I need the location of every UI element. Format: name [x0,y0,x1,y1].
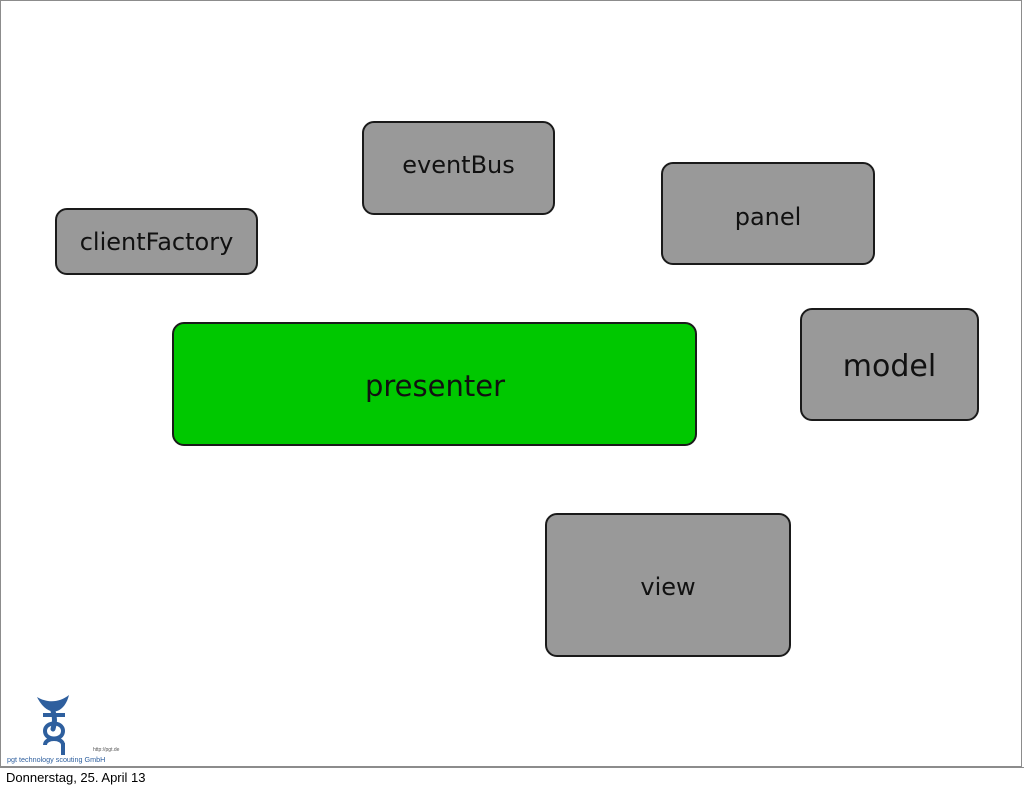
panel-label: panel [734,202,802,231]
pgt-logo: http://pgt.de pgt technology scouting Gm… [7,695,120,764]
eventbus-box: eventBus [362,121,555,215]
view-box: view [545,513,791,657]
clientfactory-label: clientFactory [79,227,234,256]
eventbus-label: eventBus [402,151,515,179]
clientfactory-box: clientFactory [55,208,258,275]
model-label: model [842,348,937,384]
model-box: model [800,308,979,421]
logo-url: http://pgt.de [93,747,120,753]
panel-box: panel [661,162,875,265]
logo-company-name: pgt technology scouting GmbH [7,755,105,764]
presenter-label: presenter [364,368,505,403]
footer-divider [0,767,1024,768]
slide: eventBus panel clientFactory model prese… [0,0,1022,767]
footer-date: Donnerstag, 25. April 13 [6,770,146,785]
view-label: view [640,573,696,601]
presenter-box: presenter [172,322,697,446]
